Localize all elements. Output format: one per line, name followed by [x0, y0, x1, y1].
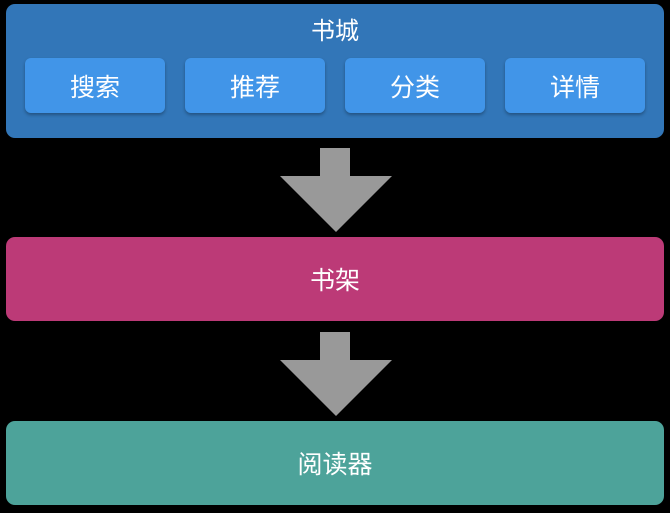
bookstore-block: 书城 搜索 推荐 分类 详情 [6, 4, 664, 138]
category-button[interactable]: 分类 [345, 58, 485, 113]
bookstore-title: 书城 [311, 17, 359, 45]
down-arrow-icon [280, 332, 392, 416]
recommend-button[interactable]: 推荐 [185, 58, 325, 113]
reader-block: 阅读器 [6, 421, 664, 505]
bookshelf-block: 书架 [6, 237, 664, 321]
reader-label: 阅读器 [297, 450, 373, 479]
bookshelf-label: 书架 [309, 266, 360, 295]
search-button[interactable]: 搜索 [25, 58, 165, 113]
detail-button[interactable]: 详情 [505, 58, 645, 113]
down-arrow-icon [280, 148, 392, 232]
